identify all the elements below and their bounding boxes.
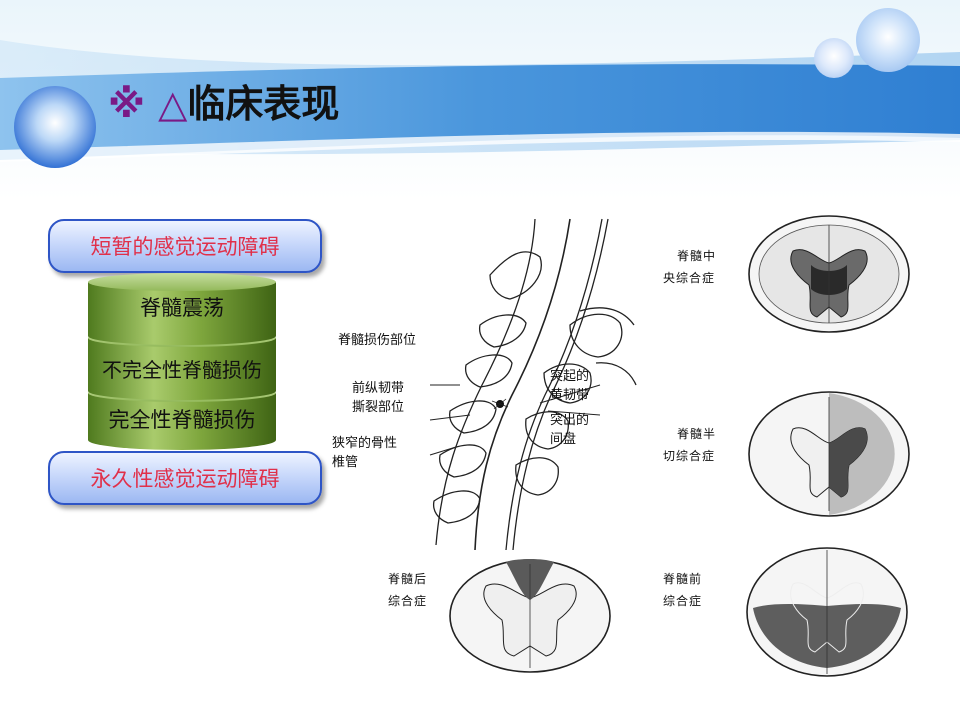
label-canal-line2: 椎管 xyxy=(332,455,359,470)
permanent-deficit-label: 永久性感觉运动障碍 xyxy=(90,467,280,491)
label-lf-line1: 突起的 xyxy=(550,369,590,384)
label-disc-line2: 间盘 xyxy=(550,432,577,447)
label-alr-line1: 前纵韧带 xyxy=(352,381,405,396)
permanent-deficit-pill: 永久性感觉运动障碍 xyxy=(48,451,322,505)
label-disc-line1: 突出的 xyxy=(550,413,590,428)
spine-sagittal-illustration xyxy=(429,218,637,551)
posterior-cord-line2: 综合症 xyxy=(388,594,428,608)
anterior-cord-line2: 综合症 xyxy=(663,594,703,608)
central-cord-line1: 脊髓中 xyxy=(677,249,717,263)
posterior-cord-line1: 脊髓后 xyxy=(388,572,428,586)
cord-section-hemisection xyxy=(748,391,910,517)
cylinder-labels: 脊髓震荡 不完全性脊髓损伤 完全性脊髓损伤 xyxy=(88,268,276,458)
transient-deficit-pill: 短暂的感觉运动障碍 xyxy=(48,219,322,273)
layer-concussion: 脊髓震荡 xyxy=(140,296,224,320)
hemisection-line2: 切综合症 xyxy=(663,449,716,463)
orb-right-large xyxy=(856,8,920,72)
cord-section-anterior xyxy=(746,547,908,677)
header-banner xyxy=(0,0,960,200)
hemisection-line1: 脊髓半 xyxy=(677,427,717,441)
title-text: 临床表现 xyxy=(187,82,340,126)
label-injury-site: 脊髓损伤部位 xyxy=(338,333,417,348)
transient-deficit-label: 短暂的感觉运动障碍 xyxy=(90,235,280,259)
orb-left xyxy=(14,86,96,168)
cord-section-central xyxy=(748,215,910,333)
cylinder-stack xyxy=(88,273,276,450)
central-cord-line2: 央综合症 xyxy=(663,271,716,285)
layer-incomplete-injury: 不完全性脊髓损伤 xyxy=(102,358,262,382)
label-alr-line2: 撕裂部位 xyxy=(352,400,405,415)
orb-right-small xyxy=(814,38,854,78)
cord-section-posterior xyxy=(449,559,611,673)
label-canal-line1: 狭窄的骨性 xyxy=(332,436,398,451)
layer-complete-injury: 完全性脊髓损伤 xyxy=(108,408,256,432)
label-lf-line2: 黄韧带 xyxy=(550,388,590,403)
title-symbol: ※ △ xyxy=(108,82,188,126)
anterior-cord-line1: 脊髓前 xyxy=(663,572,703,586)
page-title: ※ △临床表现 xyxy=(108,80,339,128)
